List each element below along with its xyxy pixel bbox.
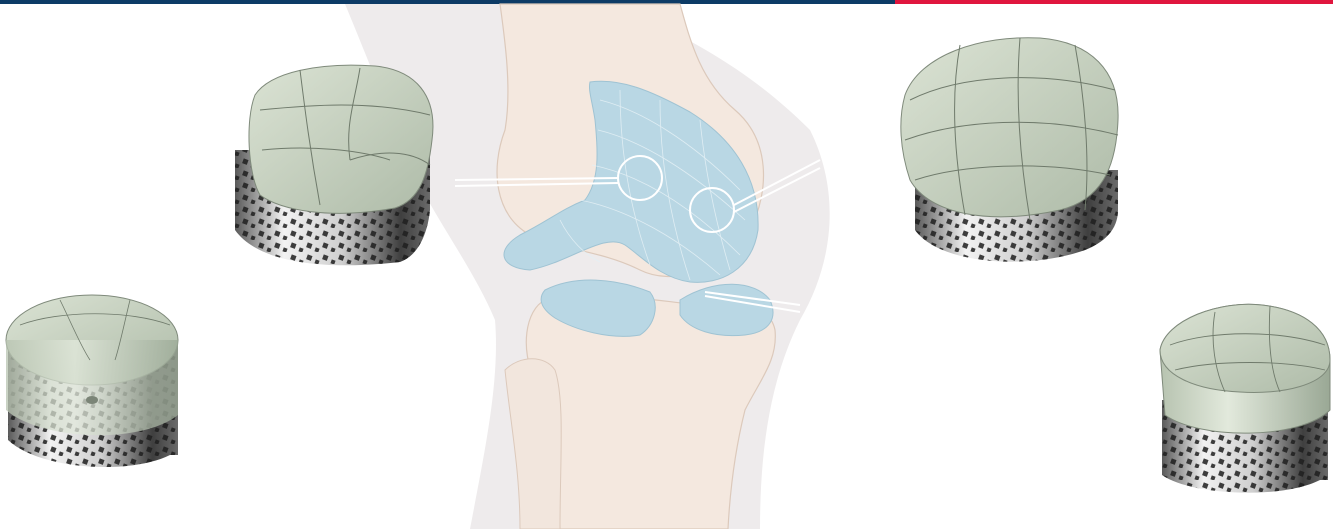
implant-bottom-right: [1160, 304, 1330, 492]
implant-top-right: [901, 38, 1118, 262]
implant-top-left: [235, 65, 433, 265]
implant-bottom-left: [6, 295, 178, 467]
